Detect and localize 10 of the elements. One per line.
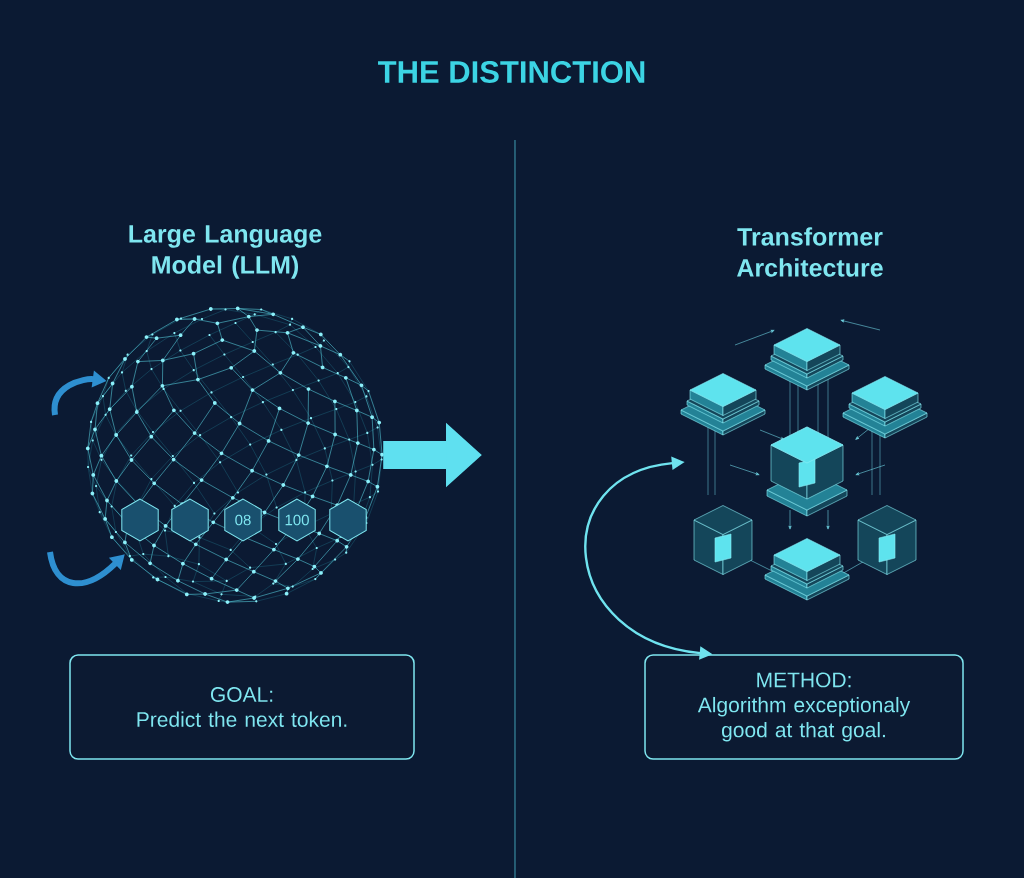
network-sphere-drawing [85, 306, 384, 604]
text-box: GOAL: Predict the next token. [69, 654, 415, 760]
title: THE DISTINCTION [378, 61, 645, 83]
token-label: 08 [235, 514, 251, 526]
text-box: METHOD: Algorithm exceptionaly good at that goal. [644, 654, 964, 760]
heading: Large Language Model (LLM) [129, 225, 322, 279]
heading: Transformer Architecture [737, 227, 883, 277]
transformer-blocks-drawing [680, 319, 928, 601]
token-label: 100 [285, 514, 309, 526]
arrow [47, 551, 125, 587]
